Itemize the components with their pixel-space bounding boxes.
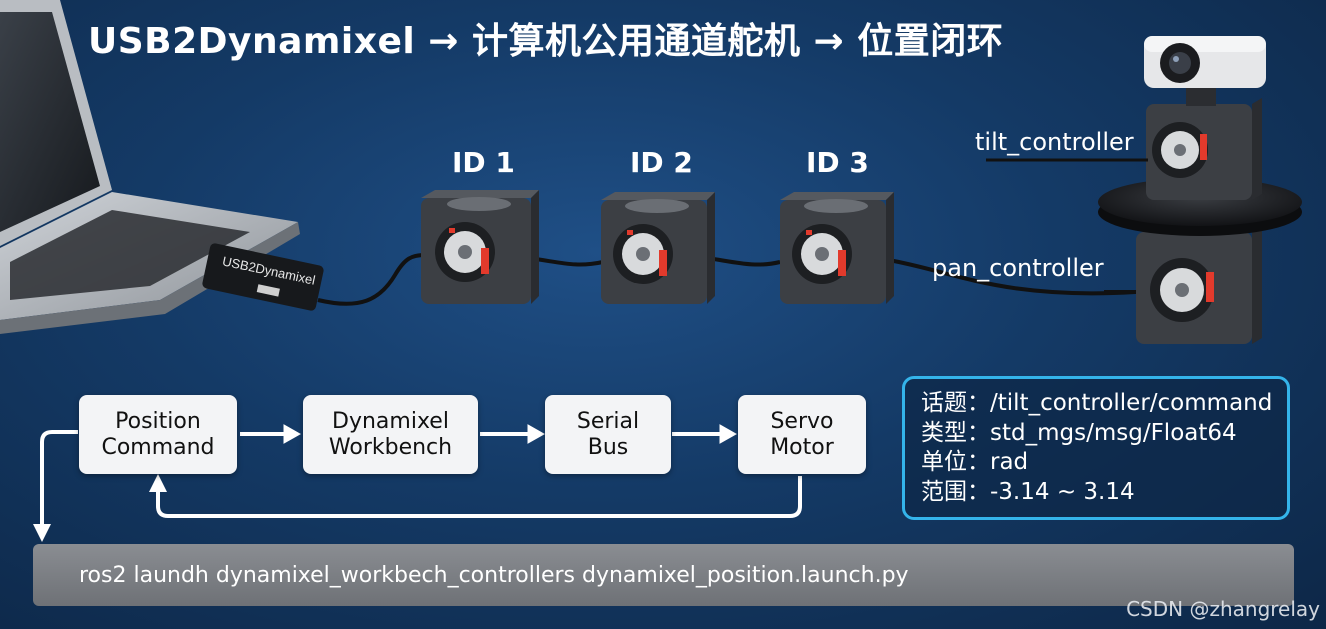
info-type: 类型：std_mgs/msg/Float64 [921,419,1237,446]
servo-id1-label: ID 1 [452,146,515,179]
flow-box-line: Motor [770,434,834,460]
topic-info-panel: 话题：/tilt_controller/command 类型：std_mgs/m… [902,376,1290,520]
flow-box-line: Bus [587,434,629,460]
servo-cables [317,253,1136,306]
flow-arrows [240,424,738,444]
pan-controller-label: pan_controller [932,254,1104,282]
flow-box-line: Position [115,408,201,434]
servo-id2-label: ID 2 [630,146,693,179]
flow-box-line: Servo [770,408,834,434]
tilt-controller-label: tilt_controller [975,128,1134,156]
page-title: USB2Dynamixel → 计算机公用通道舵机 → 位置闭环 [88,21,1004,62]
servo-id2 [601,192,715,304]
pan-tilt-unit [986,36,1302,344]
servo-id3-label: ID 3 [806,146,869,179]
laptop-image [0,0,300,334]
launch-command-text: ros2 laundh dynamixel_workbech_controlle… [79,562,909,588]
info-range: 范围：-3.14 ~ 3.14 [921,478,1135,505]
flow-box-line: Command [101,434,215,460]
info-topic: 话题：/tilt_controller/command [921,390,1273,416]
launch-command-bar: ros2 laundh dynamixel_workbech_controlle… [33,544,1294,606]
servo-id3 [780,192,894,304]
flow-box-line: Dynamixel [332,408,449,434]
servo-id1 [421,190,539,304]
flow-box-line: Serial [576,408,640,434]
camera-image [1144,36,1266,88]
csdn-watermark: CSDN @zhangrelay [1126,597,1320,621]
flow-box-line: Workbench [328,434,453,460]
info-unit: 单位：rad [921,449,1029,475]
feedback-loop-arrow [33,430,802,542]
